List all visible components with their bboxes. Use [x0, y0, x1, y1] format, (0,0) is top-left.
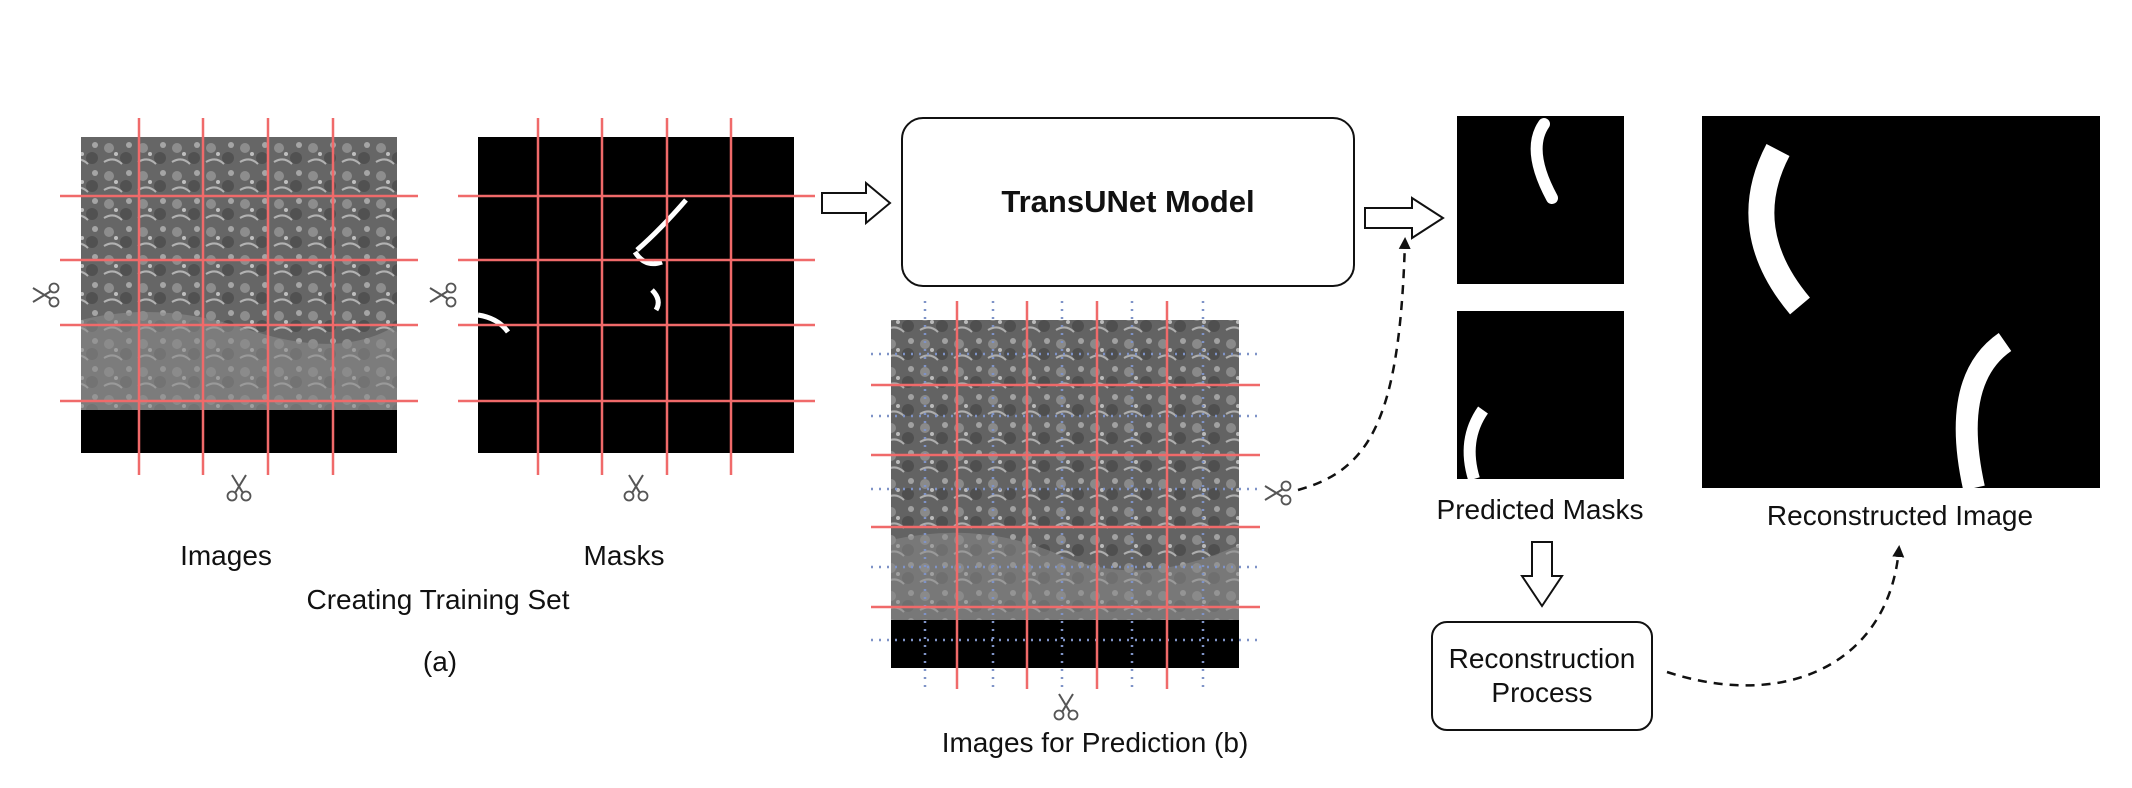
- scissors-icon: [32, 282, 60, 308]
- right-arrow-icon: [1364, 196, 1445, 240]
- reconstructed-image-label: Reconstructed Image: [1766, 500, 2034, 531]
- reconstruction-process-box: Reconstruction Process: [1431, 621, 1653, 731]
- model-title: TransUNet Model: [1001, 184, 1255, 219]
- predicted-mask-2: [1457, 311, 1624, 481]
- scissors-icon: [623, 474, 649, 502]
- training-mask-grid: [458, 118, 815, 475]
- scissors-icon: [1264, 480, 1292, 506]
- training-mask: [477, 137, 794, 453]
- dashed-curved-arrow-icon: [1297, 237, 1411, 492]
- training-image-grid: [60, 118, 418, 475]
- transunet-model-box: TransUNet Model: [901, 117, 1355, 287]
- section-a-tag: (a): [422, 646, 458, 677]
- training-set-caption: Creating Training Set: [306, 584, 570, 615]
- prediction-dotted-grid: [871, 301, 1260, 689]
- prediction-cut-grid: [871, 301, 1260, 689]
- masks-label: Masks: [583, 540, 665, 571]
- prediction-image: [891, 320, 1239, 668]
- prediction-caption: Images for Prediction (b): [941, 727, 1249, 758]
- right-arrow-icon: [821, 180, 892, 226]
- predicted-mask-1: [1457, 116, 1624, 284]
- scissors-icon: [1053, 693, 1079, 721]
- reconstruction-line-2: Process: [1491, 677, 1593, 708]
- predicted-masks-label: Predicted Masks: [1436, 494, 1644, 525]
- reconstruction-line-1: Reconstruction: [1448, 643, 1636, 674]
- scissors-icon: [226, 474, 252, 502]
- down-arrow-icon: [1520, 541, 1564, 608]
- training-image: [81, 137, 397, 453]
- reconstructed-mask: [1702, 116, 2100, 491]
- scissors-icon: [429, 282, 457, 308]
- dashed-curved-arrow-icon: [1666, 545, 1905, 687]
- images-label: Images: [180, 540, 272, 571]
